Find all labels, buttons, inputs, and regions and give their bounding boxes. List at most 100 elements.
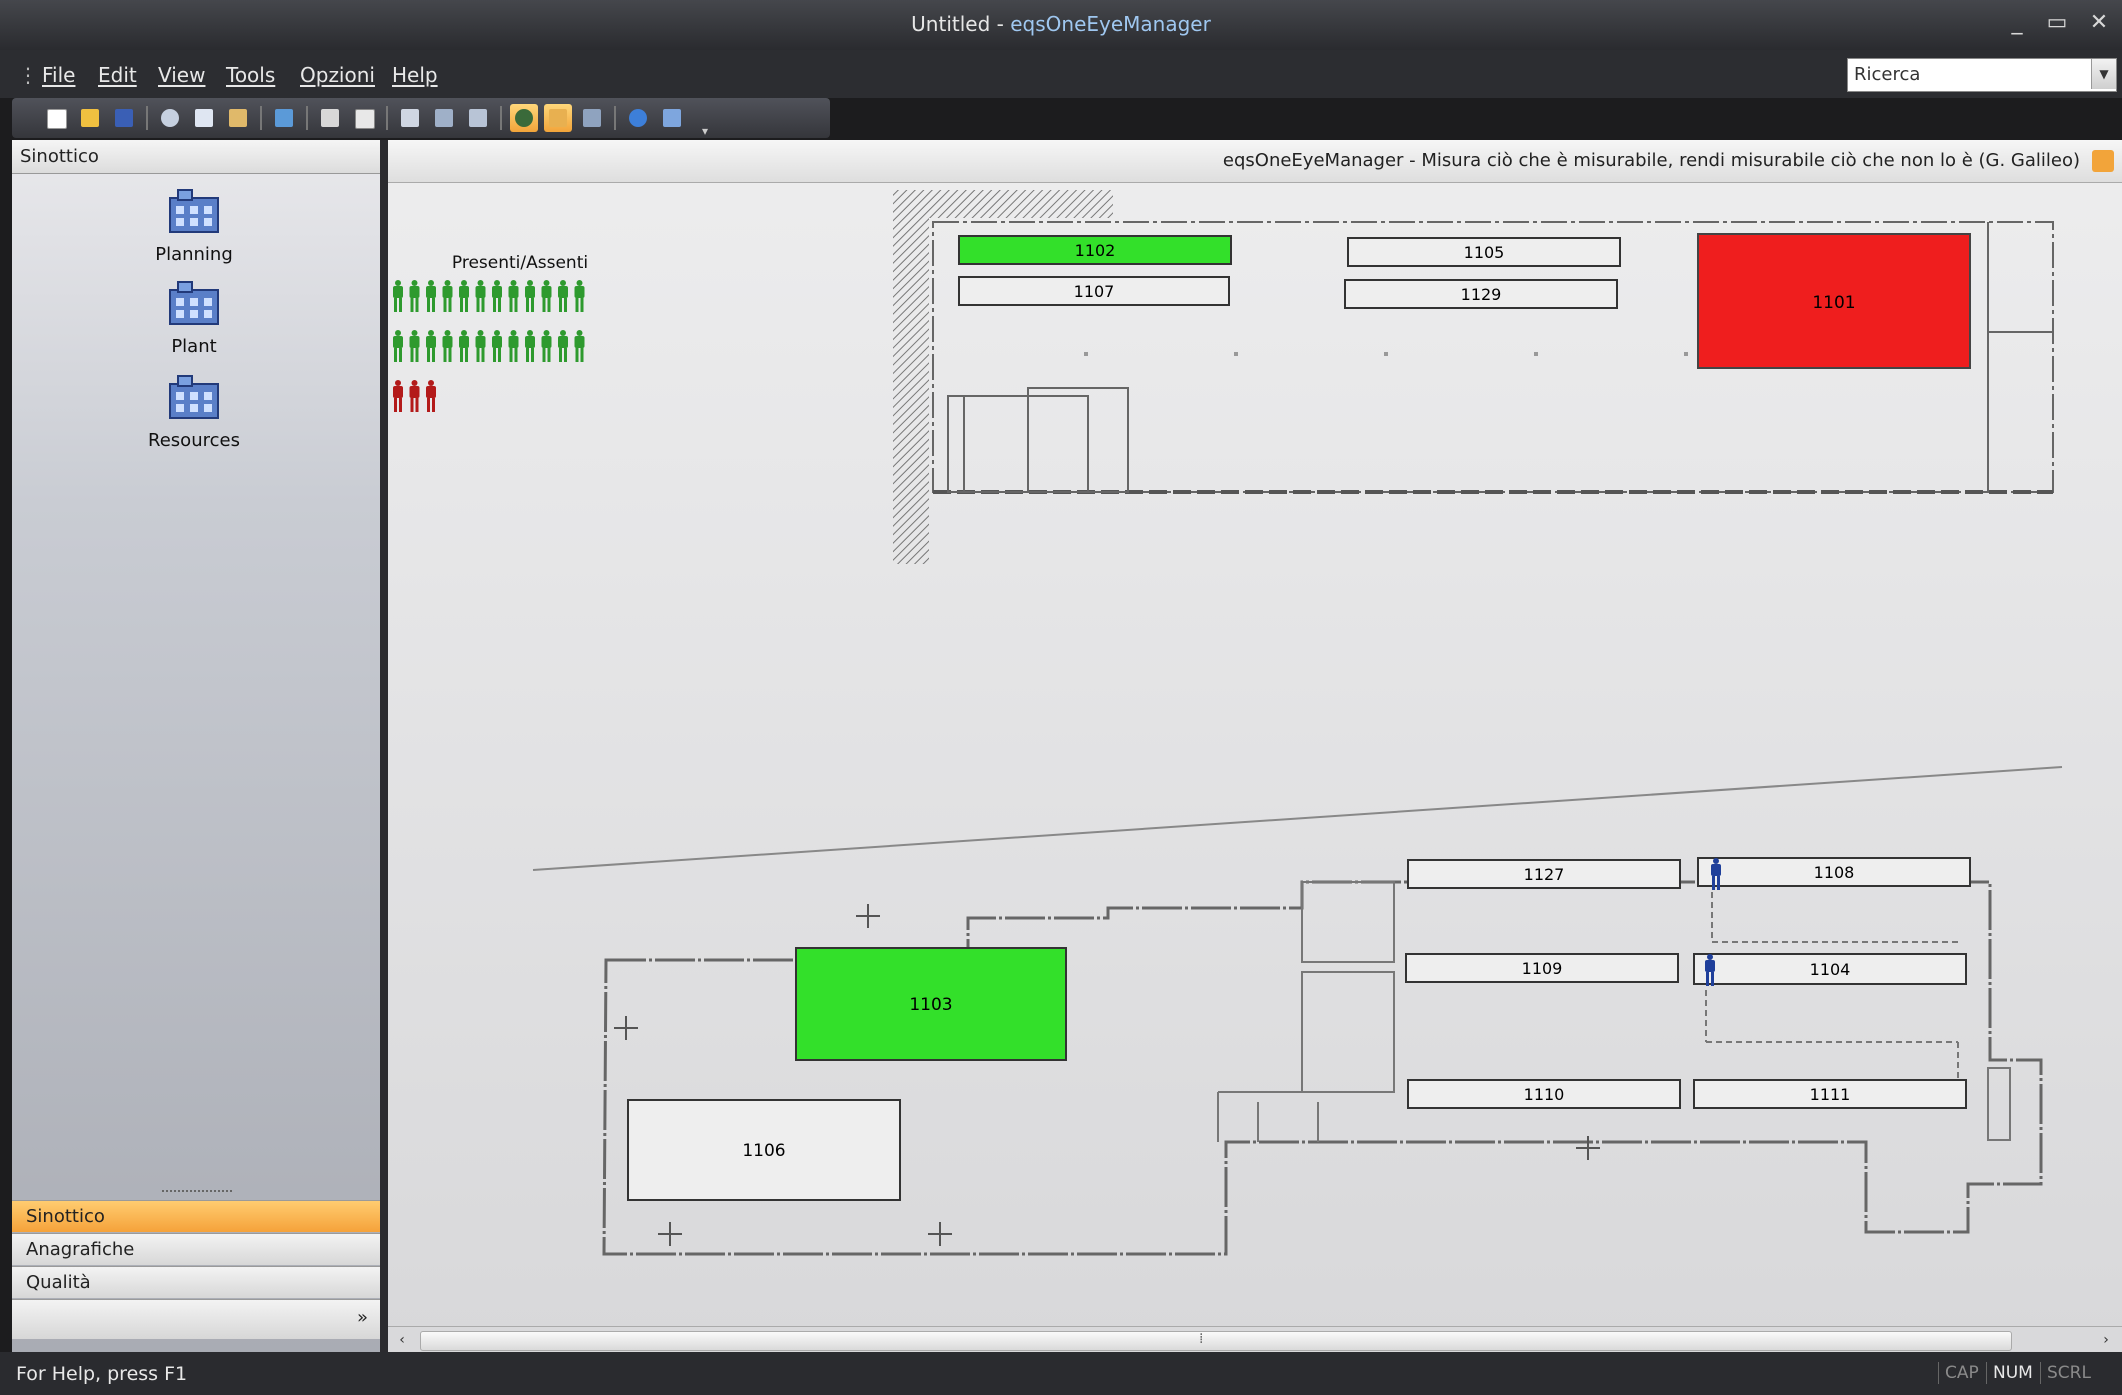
configure-buttons-icon[interactable]: » (356, 1307, 368, 1328)
zoom-icon[interactable] (464, 104, 492, 132)
toolbar-overflow-icon[interactable]: ▾ (702, 124, 709, 138)
present-person-icon (525, 330, 535, 362)
cap-indicator: CAP (1938, 1362, 1985, 1384)
refresh-icon[interactable] (270, 104, 298, 132)
pane-splitter[interactable] (380, 140, 388, 1352)
menu-help[interactable]: Help (392, 63, 438, 87)
present-person-icon (409, 280, 420, 312)
left-navigation-pane: Sinottico Planning Plant Resources Sinot… (12, 140, 380, 1352)
nav-label: Plant (171, 336, 217, 357)
title-separator: - (990, 12, 1011, 36)
menu-edit[interactable]: Edit (98, 63, 137, 87)
calendar-icon[interactable] (396, 104, 424, 132)
machine-1111[interactable]: 1111 (1693, 1079, 1967, 1109)
machine-1103[interactable]: 1103 (795, 947, 1067, 1061)
close-button[interactable]: ✕ (2089, 10, 2109, 35)
machine-label: 1105 (1464, 243, 1505, 262)
building-icon (169, 281, 219, 325)
machine-1108[interactable]: 1108 (1697, 857, 1971, 887)
section-qualita[interactable]: Qualità (12, 1266, 380, 1298)
machine-label: 1127 (1524, 865, 1565, 884)
pane-splitter-grip[interactable] (162, 1190, 232, 1198)
monitor-icon[interactable] (430, 104, 458, 132)
save-icon[interactable] (110, 104, 138, 132)
scroll-thumb[interactable]: ⁞ (420, 1331, 2012, 1351)
whats-this-icon[interactable] (658, 104, 686, 132)
present-person-icon (558, 280, 568, 312)
floor-plan: Presenti/Assenti (393, 190, 2063, 1256)
cut-icon[interactable] (156, 104, 184, 132)
present-person-icon (442, 280, 453, 312)
building-icon (169, 375, 219, 419)
absent-person-icon (426, 380, 436, 412)
scroll-left-icon[interactable]: ‹ (399, 1332, 405, 1348)
new-icon[interactable] (42, 104, 70, 132)
machine-label: 1107 (1074, 282, 1115, 301)
search-input[interactable] (1848, 59, 2096, 89)
present-person-icon (442, 330, 453, 362)
present-person-icon (475, 330, 486, 362)
menu-tools[interactable]: Tools (226, 63, 276, 87)
section-anagrafiche[interactable]: Anagrafiche (12, 1233, 380, 1265)
folder-user-icon[interactable] (544, 104, 572, 132)
machine-1102[interactable]: 1102 (958, 235, 1232, 265)
main-view: eqsOneEyeManager - Misura ciò che è misu… (388, 140, 2122, 1352)
machine-1101[interactable]: 1101 (1697, 233, 1971, 369)
present-person-icon (409, 330, 420, 362)
present-person-icon (393, 330, 403, 362)
machine-label: 1103 (909, 995, 952, 1015)
caption-text: eqsOneEyeManager - Misura ciò che è misu… (1222, 150, 2080, 171)
present-person-icon (475, 280, 486, 312)
present-person-icon (492, 280, 502, 312)
machine-label: 1104 (1810, 960, 1851, 979)
horizontal-scrollbar[interactable]: ‹ ⁞ › (388, 1326, 2122, 1353)
present-person-icon (459, 330, 469, 362)
present-person-icon (574, 330, 585, 362)
scroll-right-icon[interactable]: › (2103, 1332, 2109, 1348)
machine-1109[interactable]: 1109 (1405, 953, 1679, 983)
machine-1106[interactable]: 1106 (627, 1099, 901, 1201)
machine-1110[interactable]: 1110 (1407, 1079, 1681, 1109)
machine-1107[interactable]: 1107 (958, 276, 1230, 306)
presence-label: Presenti/Assenti (452, 253, 588, 273)
machine-1104[interactable]: 1104 (1693, 953, 1967, 985)
menu-opzioni[interactable]: Opzioni (300, 63, 375, 87)
present-person-icon (508, 280, 519, 312)
machine-label: 1111 (1810, 1085, 1851, 1104)
menu-bar: ⋮ File Edit View Tools Opzioni Help (0, 50, 2122, 98)
present-person-icon (459, 280, 469, 312)
machine-label: 1106 (742, 1141, 785, 1161)
scroll-grip-icon: ⁞ (1199, 1331, 1204, 1347)
present-person-icon (558, 330, 568, 362)
print-preview-icon[interactable] (350, 104, 378, 132)
chart-icon[interactable] (578, 104, 606, 132)
search-dropdown-button[interactable]: ▼ (2091, 59, 2116, 89)
minimize-button[interactable]: _ (2011, 10, 2023, 35)
absent-person-icon (393, 380, 403, 412)
open-icon[interactable] (76, 104, 104, 132)
caption-icon[interactable] (2092, 150, 2114, 172)
copy-icon[interactable] (190, 104, 218, 132)
people-icon[interactable] (510, 104, 538, 132)
present-person-icon (541, 280, 552, 312)
present-person-icon (426, 330, 436, 362)
machine-label: 1109 (1522, 959, 1563, 978)
menu-view[interactable]: View (158, 63, 206, 87)
maximize-button[interactable]: ▭ (2046, 10, 2068, 35)
machine-1127[interactable]: 1127 (1407, 859, 1681, 889)
num-indicator: NUM (1986, 1362, 2039, 1384)
section-sinottico[interactable]: Sinottico (12, 1200, 380, 1232)
machine-1105[interactable]: 1105 (1347, 237, 1621, 267)
menu-file[interactable]: File (42, 63, 76, 87)
help-icon[interactable] (624, 104, 652, 132)
present-person-icon (426, 280, 436, 312)
machine-1129[interactable]: 1129 (1344, 279, 1618, 309)
pane-header: Sinottico (12, 140, 380, 174)
machine-label: 1110 (1524, 1085, 1565, 1104)
paste-icon[interactable] (224, 104, 252, 132)
nav-label: Resources (148, 430, 240, 451)
section-overflow-bar: » (12, 1299, 380, 1339)
nav-label: Planning (155, 244, 233, 265)
search-box: ▼ (1847, 58, 2117, 92)
print-icon[interactable] (316, 104, 344, 132)
